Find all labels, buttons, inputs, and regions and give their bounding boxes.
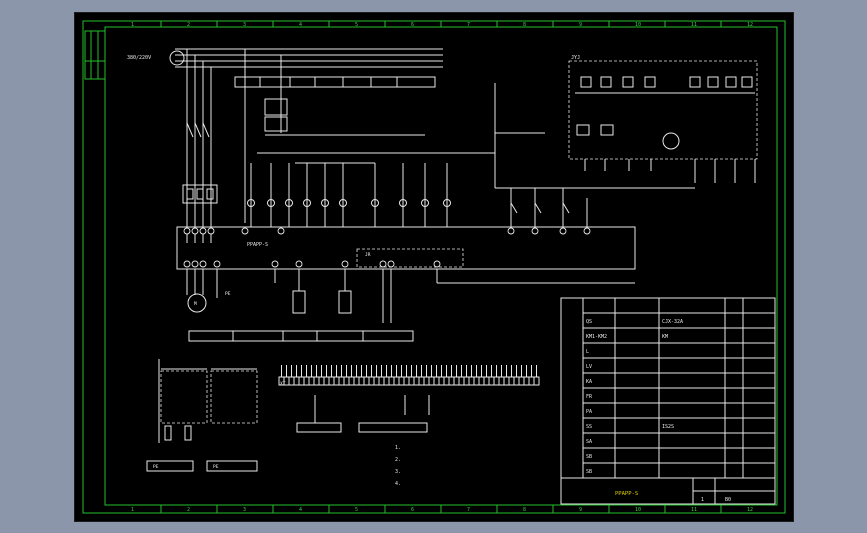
component-symbol: LV: [586, 364, 592, 370]
component-symbol: FR: [586, 394, 593, 400]
column-number: 8: [523, 507, 526, 513]
terminal-strip-label: XT: [280, 381, 286, 387]
note-line: 3.: [395, 469, 401, 475]
column-number: 6: [411, 22, 414, 28]
component-model: KM: [662, 334, 668, 340]
sub-module-label: JR: [365, 252, 371, 258]
revision: B0: [725, 497, 731, 503]
column-number: 4: [299, 22, 302, 28]
column-number: 3: [243, 507, 246, 513]
drawing-title: PPAPP-S: [615, 491, 638, 497]
column-number: 9: [579, 22, 582, 28]
column-number: 10: [635, 507, 641, 513]
component-symbol: SA: [586, 439, 592, 445]
column-number: 10: [635, 22, 641, 28]
component-model: IS2S: [662, 424, 674, 430]
column-number: 11: [691, 507, 697, 513]
column-number: 2: [187, 22, 190, 28]
column-number: 2: [187, 507, 190, 513]
component-symbol: L: [586, 349, 589, 355]
main-module-label: PPAPP-S: [247, 242, 268, 248]
component-symbol: SB: [586, 454, 592, 460]
ground-symbol: PE: [225, 291, 231, 297]
motor-symbol: M: [194, 301, 197, 307]
column-number: 8: [523, 22, 526, 28]
column-number: 5: [355, 22, 358, 28]
component-symbol: SS: [586, 424, 592, 430]
column-number: 7: [467, 22, 470, 28]
column-number: 9: [579, 507, 582, 513]
column-number: 1: [131, 22, 134, 28]
column-number: 12: [747, 22, 753, 28]
component-symbol: KM1-KM2: [586, 334, 607, 340]
supply-label: 380/220V: [127, 55, 151, 61]
component-model: CJX-32A: [662, 319, 683, 325]
column-number: 4: [299, 507, 302, 513]
relay-box-label: JYJ: [571, 55, 580, 61]
column-number: 12: [747, 507, 753, 513]
column-number: 1: [131, 507, 134, 513]
component-symbol: PA: [586, 409, 592, 415]
column-number: 11: [691, 22, 697, 28]
sheet-number: 1: [701, 497, 704, 503]
note-line: 4.: [395, 481, 401, 487]
component-symbol: KA: [586, 379, 592, 385]
column-number: 3: [243, 22, 246, 28]
column-number: 7: [467, 507, 470, 513]
component-symbol: QS: [586, 319, 592, 325]
note-line: 1.: [395, 445, 401, 451]
bottom-label-left: PE: [153, 464, 159, 470]
bottom-label-right: PE: [213, 464, 219, 470]
component-symbol: SB: [586, 469, 592, 475]
column-number: 6: [411, 507, 414, 513]
note-line: 2.: [395, 457, 401, 463]
column-number: 5: [355, 507, 358, 513]
